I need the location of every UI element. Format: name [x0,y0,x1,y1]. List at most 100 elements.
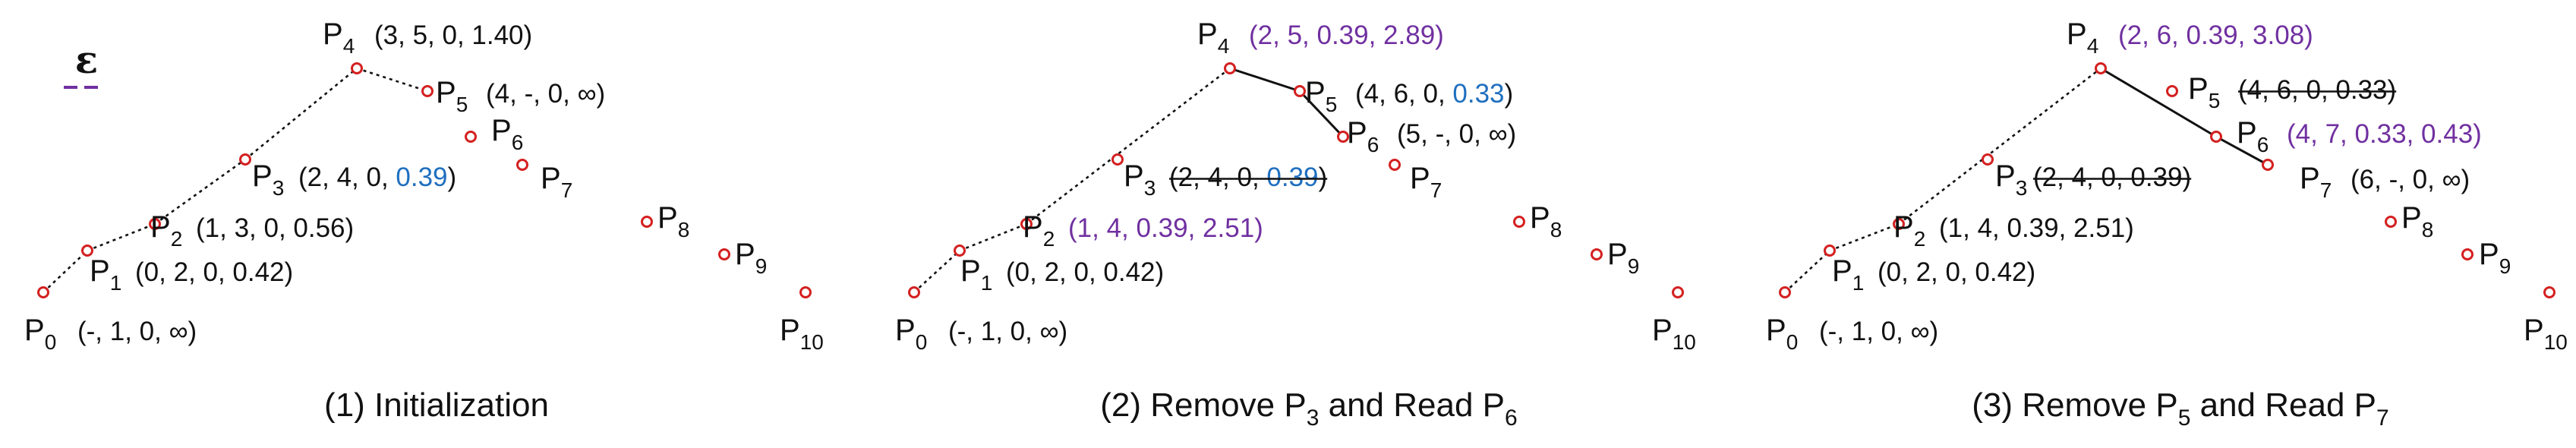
panels: P0 (-, 1, 0, ∞) P1 (0, 2, 0, 0.42) P2 (1, 3, … [24,17,2568,431]
point-marker-p10 [799,286,812,298]
point-marker-p9 [1591,248,1603,260]
panel-1: P0(-, 1, 0, ∞)P1(0, 2, 0, 0.42)P2(1, 3, … [24,17,824,424]
edge-P2-P4 [1026,67,1231,226]
point-marker-p7 [516,159,528,171]
point-marker-p3 [1982,153,1994,166]
edge-P1-P2 [1829,222,1900,252]
point-tuple-p3: (2, 4, 0, 0.39) [2033,162,2191,192]
epsilon-legend: ε [64,37,105,89]
panel-3: P0(-, 1, 0, ∞)P1(0, 2, 0, 0.42)P2(1, 4, … [1766,17,2568,431]
point-label-p10: P10 [1652,314,1696,354]
edge-P1-P2 [959,222,1027,252]
point-tuple-p0: (-, 1, 0, ∞) [1819,317,1938,346]
point-label-p10: P10 [780,314,824,354]
point-marker-p1 [954,245,966,257]
point-marker-p0 [1779,286,1791,298]
point-marker-p0 [37,286,49,298]
point-marker-p5 [1294,85,1306,97]
point-label-p6: P6 [491,114,523,154]
point-marker-p10 [1672,286,1684,298]
point-tuple-p7: (6, -, 0, ∞) [2351,165,2470,194]
point-marker-p2 [1893,218,1905,230]
point-marker-p4 [351,62,363,74]
point-tuple-p1: (0, 2, 0, 0.42) [1006,257,1164,287]
point-label-p9: P9 [1607,238,1639,278]
point-tuple-p6: (4, 7, 0.33, 0.43) [2287,119,2482,149]
edge-P3-P4 [244,67,358,161]
point-marker-p5 [421,85,434,97]
point-tuple-p0: (-, 1, 0, ∞) [948,317,1067,346]
point-tuple-p1: (0, 2, 0, 0.42) [135,257,293,287]
point-label-p3: P3 [1124,159,1156,200]
caption-panel-2: (2) Remove P3 and Read P6 [1100,386,1517,431]
point-marker-p10 [2543,286,2556,298]
point-label-p6: P6 [1347,116,1379,156]
point-marker-p6 [1337,131,1349,143]
point-tuple-p5: (4, -, 0, ∞) [486,79,605,109]
point-tuple-p0: (-, 1, 0, ∞) [77,317,197,346]
point-tuple-p3: (2, 4, 0, 0.39) [1169,162,1327,192]
point-label-p5: P5 [436,76,468,116]
point-tuple-p4: (3, 5, 0, 1.40) [374,21,532,50]
edge-P1-P2 [87,222,156,252]
point-label-p5: P5 [1305,76,1337,116]
point-label-p5: P5 [2188,72,2220,112]
point-label-p9: P9 [2479,238,2511,278]
point-marker-p9 [2461,248,2474,260]
point-label-p8: P8 [1530,201,1562,241]
point-label-p6: P6 [2237,116,2269,156]
point-marker-p1 [81,245,93,257]
point-marker-p4 [2095,62,2107,74]
point-marker-p8 [641,216,653,228]
point-label-p10: P10 [2524,314,2568,354]
point-marker-p6 [465,131,477,143]
point-label-p3: P3 [252,159,284,200]
point-tuple-p4: (2, 6, 0.39, 3.08) [2118,21,2313,50]
point-label-p4: P4 [2067,17,2098,58]
edge-P4-P6 [2100,67,2217,138]
point-label-p0: P0 [24,314,56,354]
edge-P6-P7 [2215,135,2269,166]
point-marker-p6 [2210,131,2222,143]
point-tuple-p2: (1, 3, 0, 0.56) [196,213,354,243]
point-marker-p5 [2166,85,2178,97]
point-tuple-p6: (5, -, 0, ∞) [1397,119,1516,149]
point-marker-p7 [1389,159,1401,171]
edge-P0-P1 [913,250,960,293]
point-tuple-p5: (4, 6, 0, 0.33) [2238,75,2396,105]
edge-P2-P3 [154,158,246,226]
point-label-p2: P2 [1023,210,1055,251]
edge-P4-P5 [1229,67,1301,93]
point-tuple-p1: (0, 2, 0, 0.42) [1878,257,2035,287]
edge-P4-P5 [356,67,428,93]
panel-2: P0(-, 1, 0, ∞)P1(0, 2, 0, 0.42)P2(1, 4, … [895,17,1696,431]
point-marker-p3 [1111,153,1124,166]
point-marker-p7 [2262,159,2274,171]
point-marker-p1 [1824,245,1836,257]
point-marker-p2 [149,218,161,230]
edge-P0-P1 [43,250,88,293]
point-label-p7: P7 [2300,162,2332,202]
point-label-p4: P4 [1197,17,1229,58]
point-label-p2: P2 [1893,210,1925,251]
point-label-p3: P3 [1995,159,2027,200]
point-marker-p2 [1020,218,1033,230]
edge-P0-P1 [1784,250,1830,293]
point-marker-p8 [1513,216,1525,228]
edge-P5-P6 [1298,90,1345,138]
point-label-p1: P1 [1832,254,1864,295]
caption-panel-3: (3) Remove P5 and Read P7 [1972,386,2388,431]
point-marker-p9 [718,248,730,260]
point-label-p7: P7 [1410,162,1442,202]
point-marker-p0 [908,286,920,298]
point-label-p0: P0 [1766,314,1798,354]
point-marker-p8 [2385,216,2397,228]
point-tuple-p3: (2, 4, 0, 0.39) [298,162,456,192]
point-tuple-p5: (4, 6, 0, 0.33) [1355,79,1513,109]
point-tuple-p4: (2, 5, 0.39, 2.89) [1249,21,1444,50]
caption-panel-1: (1) Initialization [324,386,549,424]
point-marker-p4 [1224,62,1236,74]
point-tuple-p2: (1, 4, 0.39, 2.51) [1068,213,1263,243]
point-label-p7: P7 [541,162,572,202]
